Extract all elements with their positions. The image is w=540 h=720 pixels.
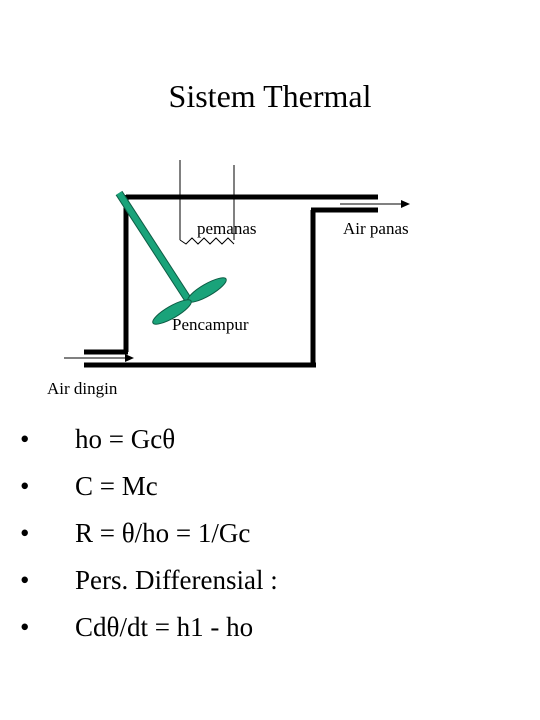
bullet: • [20,471,30,501]
equation-text: Cdθ/dt = h1 - ho [75,612,254,642]
equation-item: • Cdθ/dt = h1 - ho [20,604,278,651]
equation-text: Pers. Differensial : [75,565,278,595]
bullet: • [20,565,30,595]
heater-label: pemanas [197,219,256,238]
bullet: • [20,518,30,548]
equation-text: R = θ/ho = 1/Gc [75,518,251,548]
inlet-label: Air dingin [47,379,118,398]
slide-title: Sistem Thermal [168,78,372,114]
equation-item: • Pers. Differensial : [20,557,278,604]
mixer [115,190,227,325]
heater-coil [179,237,235,245]
bullet: • [20,424,30,454]
equation-list: • ho = Gcθ • C = Mc • R = θ/ho = 1/Gc • Pers… [20,416,278,651]
inlet-arrowhead [125,354,134,362]
bullet: • [20,612,30,642]
mixer-label: Pencampur [172,315,249,334]
equation-item: • C = Mc [20,463,278,510]
equation-item: • R = θ/ho = 1/Gc [20,510,278,557]
outlet-label: Air panas [343,219,409,238]
mixer-blade-left [152,299,192,325]
outlet-arrowhead [401,200,410,208]
equation-text: ho = Gcθ [75,424,176,454]
mixer-shaft-fill [116,191,192,303]
equation-item: • ho = Gcθ [20,416,278,463]
equation-text: C = Mc [75,471,158,501]
